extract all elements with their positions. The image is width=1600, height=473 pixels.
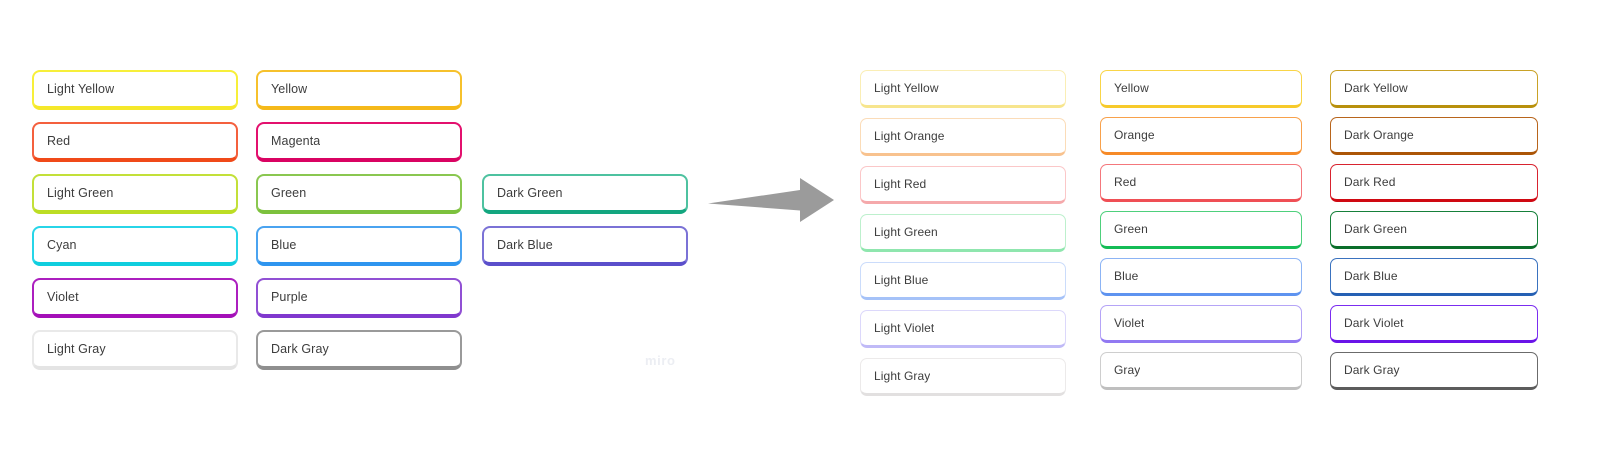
swatch-card-label: Violet [47,289,79,304]
swatch-card-label: Light Orange [874,128,945,143]
swatch-card-label: Light Gray [874,368,931,383]
swatch-card-label: Blue [1114,268,1139,283]
swatch-card-label: Light Gray [47,341,106,356]
swatch-card[interactable]: Green [256,174,462,214]
swatch-card[interactable]: Yellow [1100,70,1302,108]
swatch-card-label: Dark Green [1344,221,1408,236]
swatch-card-label: Dark Gray [1344,362,1400,377]
swatch-card[interactable]: Light Orange [860,118,1066,156]
swatch-card[interactable]: Orange [1100,117,1302,155]
transform-arrow [708,176,838,224]
swatch-card-label: Gray [1114,362,1141,377]
swatch-card-label: Light Yellow [47,81,115,96]
swatch-card-label: Light Blue [874,272,929,287]
swatch-card-label: Light Green [47,185,114,200]
swatch-card-label: Dark Violet [1344,315,1404,330]
swatch-card-label: Orange [1114,127,1155,142]
swatch-card-label: Violet [1114,315,1145,330]
swatch-card[interactable]: Light Gray [32,330,238,370]
swatch-card-label: Green [1114,221,1148,236]
swatch-card[interactable]: Red [32,122,238,162]
transform-arrow-glyph [708,178,834,222]
swatch-card[interactable]: Light Red [860,166,1066,204]
swatch-card-label: Yellow [271,81,308,96]
swatch-card-label: Red [1114,174,1137,189]
swatch-card[interactable]: Dark Orange [1330,117,1538,155]
swatch-card-label: Dark Orange [1344,127,1414,142]
swatch-card[interactable]: Blue [1100,258,1302,296]
swatch-card-label: Dark Blue [1344,268,1398,283]
swatch-card-label: Red [47,133,71,148]
swatch-card[interactable]: Purple [256,278,462,318]
swatch-card[interactable]: Light Gray [860,358,1066,396]
swatch-card-label: Cyan [47,237,77,252]
swatch-card[interactable]: Green [1100,211,1302,249]
swatch-card[interactable]: Dark Yellow [1330,70,1538,108]
swatch-card-label: Dark Blue [497,237,553,252]
swatch-card[interactable]: Dark Red [1330,164,1538,202]
swatch-card-label: Purple [271,289,308,304]
swatch-card[interactable]: Light Green [860,214,1066,252]
swatch-card-label: Light Red [874,176,927,191]
swatch-card[interactable]: Light Blue [860,262,1066,300]
swatch-card-label: Light Violet [874,320,935,335]
swatch-card[interactable]: Magenta [256,122,462,162]
swatch-card[interactable]: Light Yellow [32,70,238,110]
swatch-card-label: Green [271,185,307,200]
swatch-card[interactable]: Violet [32,278,238,318]
swatch-card[interactable]: Dark Gray [1330,352,1538,390]
swatch-card-label: Dark Green [497,185,563,200]
swatch-card-label: Light Yellow [874,80,939,95]
swatch-card[interactable]: Light Violet [860,310,1066,348]
swatch-card[interactable]: Dark Green [1330,211,1538,249]
swatch-card-label: Yellow [1114,80,1149,95]
swatch-card[interactable]: Red [1100,164,1302,202]
swatch-card[interactable]: Cyan [32,226,238,266]
swatch-card-label: Dark Red [1344,174,1396,189]
swatch-card[interactable]: Dark Blue [1330,258,1538,296]
miro-watermark: miro [645,353,676,368]
swatch-card[interactable]: Light Yellow [860,70,1066,108]
swatch-card[interactable]: Blue [256,226,462,266]
swatch-card-label: Dark Gray [271,341,329,356]
swatch-card[interactable]: Dark Gray [256,330,462,370]
swatch-card[interactable]: Dark Green [482,174,688,214]
swatch-card[interactable]: Gray [1100,352,1302,390]
swatch-card[interactable]: Dark Violet [1330,305,1538,343]
swatch-card-label: Dark Yellow [1344,80,1408,95]
swatch-card-label: Blue [271,237,297,252]
swatch-card[interactable]: Dark Blue [482,226,688,266]
swatch-card[interactable]: Violet [1100,305,1302,343]
swatch-card-label: Magenta [271,133,321,148]
swatch-card[interactable]: Yellow [256,70,462,110]
swatch-card-label: Light Green [874,224,938,239]
swatch-card[interactable]: Light Green [32,174,238,214]
